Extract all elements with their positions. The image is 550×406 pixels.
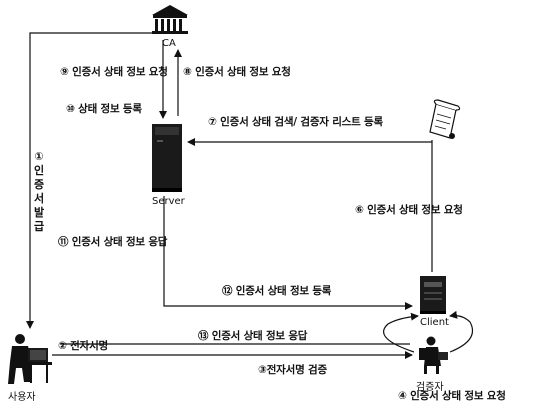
ca-label: CA (162, 38, 176, 49)
step-12-label: ⑫ 인증서 상태 정보 등록 (222, 285, 331, 298)
step-2-label: ② 전자서명 (58, 340, 108, 353)
person-at-desk-icon (419, 337, 448, 375)
step-1-label: ① 인증서 발급 (32, 150, 46, 234)
arrow-loop-right (450, 316, 473, 352)
step-11-label: ⑪ 인증서 상태 정보 응답 (58, 236, 167, 249)
server-label: Server (152, 196, 185, 207)
step-8-label: ⑧ 인증서 상태 정보 요청 (183, 66, 291, 79)
computer-icon (420, 276, 446, 314)
step-1-number: ① (32, 150, 46, 164)
step-7-label: ⑦ 인증서 상태 검색/ 검증자 리스트 등록 (208, 116, 383, 129)
flow-lines (30, 33, 473, 355)
scroll-document-icon (430, 100, 460, 139)
step-3-label: ③전자서명 검증 (258, 364, 327, 377)
step-9-label: ⑨ 인증서 상태 정보 요청 (60, 66, 168, 79)
step-4-label: ④ 인증서 상태 정보 요청 (398, 390, 506, 403)
arrow-list-register (188, 140, 432, 142)
step-1-text: 인증서 발급 (32, 164, 46, 234)
arrow-loop-left (384, 316, 418, 352)
step-10-label: ⑩ 상태 정보 등록 (66, 103, 142, 116)
step-6-label: ⑥ 인증서 상태 정보 요청 (355, 204, 463, 217)
client-label: Client (420, 317, 449, 328)
user-label: 사용자 (8, 388, 36, 403)
step-13-label: ⑬ 인증서 상태 정보 응답 (198, 330, 307, 343)
bank-icon (152, 5, 188, 34)
server-tower-icon (152, 124, 182, 192)
person-at-desk-icon (8, 334, 52, 384)
